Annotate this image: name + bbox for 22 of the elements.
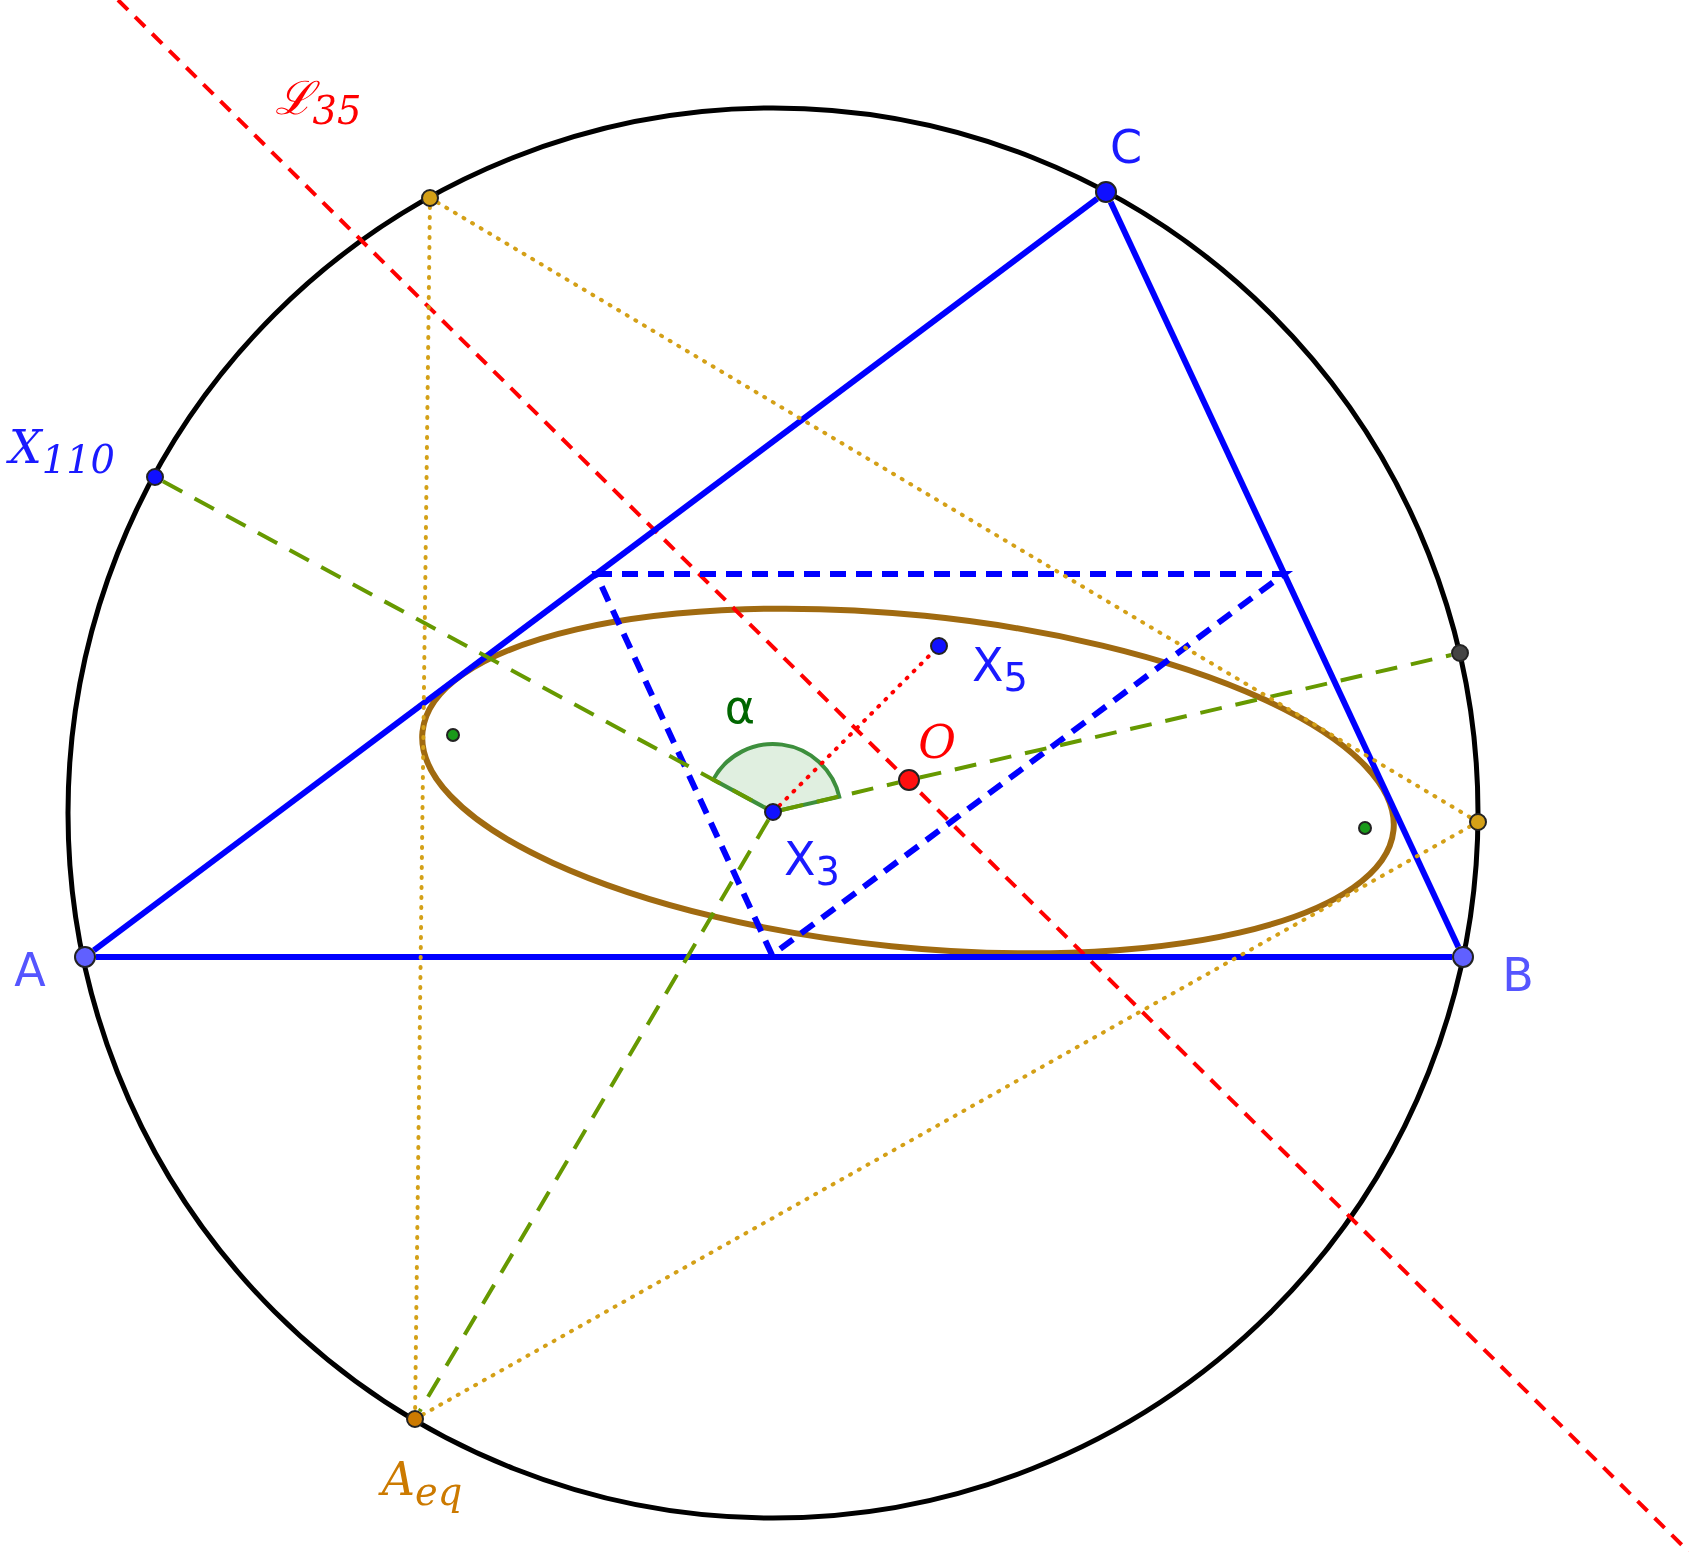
line-segment [919,653,1452,780]
line-segment [413,205,432,1412]
point-label: A [14,947,46,993]
point [1469,813,1487,831]
line-segment [92,196,1099,953]
point [446,728,460,742]
point [1451,644,1469,662]
line-segment [417,818,771,1413]
line-segment [1107,200,1462,949]
line-segment [435,200,1473,820]
point-label: B [1502,952,1534,998]
line-segment [96,954,1452,960]
line-segment [781,780,899,812]
line-segment [420,824,1473,1417]
line-label: ℒ$_{35}$ [274,75,362,131]
point-label: C [1109,124,1143,170]
point [1358,821,1372,835]
angle-label: α [724,684,756,730]
point-label: X$_{5}$ [972,642,1028,698]
point [421,189,439,207]
point-label: X$_{3}$ [784,836,840,892]
point-label: O [918,719,956,765]
